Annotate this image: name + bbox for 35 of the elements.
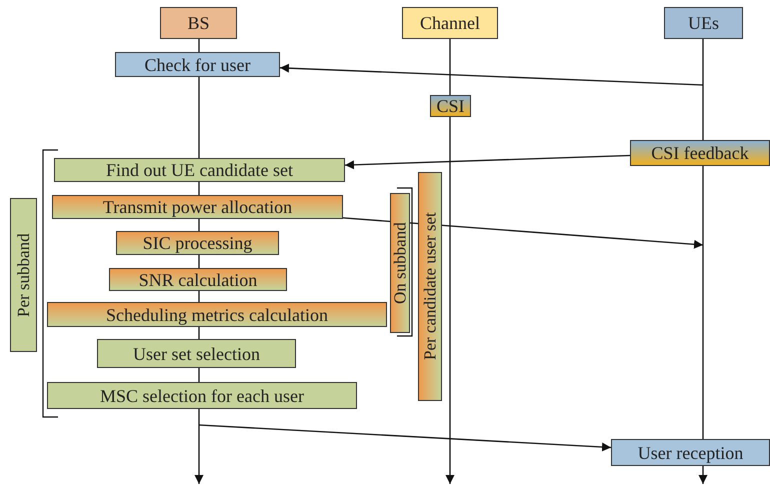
arrow: [344, 154, 630, 170]
participant-box: BS: [160, 7, 237, 39]
lifeline: [198, 255, 200, 268]
process-box: SIC processing: [116, 231, 279, 255]
process-box: User reception: [611, 439, 770, 466]
lifeline: [449, 39, 451, 95]
process-box: Scheduling metrics calculation: [47, 302, 387, 327]
arrow: [198, 424, 612, 452]
arrow: [194, 409, 204, 484]
process-box: Transmit power allocation: [52, 195, 343, 219]
process-box: MSC selection for each user: [47, 382, 357, 409]
lifeline: [198, 219, 200, 231]
process-box: Find out UE candidate set: [54, 158, 345, 182]
loop-label-box: Per candidate user set: [418, 172, 442, 401]
arrow: [698, 466, 708, 484]
process-box: Check for user: [115, 52, 280, 77]
process-box: User set selection: [97, 339, 296, 368]
loop-label-box: Per subband: [10, 198, 37, 352]
lifeline: [198, 182, 200, 195]
participant-box: UEs: [664, 7, 743, 39]
lifeline: [198, 327, 200, 339]
arrow: [446, 117, 454, 484]
message-box: CSI: [430, 95, 471, 117]
lifeline: [702, 39, 704, 140]
loop-label-box: On subband: [390, 193, 410, 333]
process-box: SNR calculation: [109, 268, 287, 291]
lifeline: [198, 77, 200, 158]
arrow: [280, 64, 704, 86]
arrow: [342, 217, 704, 249]
lifeline: [198, 39, 200, 52]
message-box: CSI feedback: [630, 140, 770, 166]
lifeline: [198, 368, 200, 382]
participant-box: Channel: [402, 7, 498, 39]
lifeline: [198, 291, 200, 302]
lifeline: [702, 166, 704, 439]
